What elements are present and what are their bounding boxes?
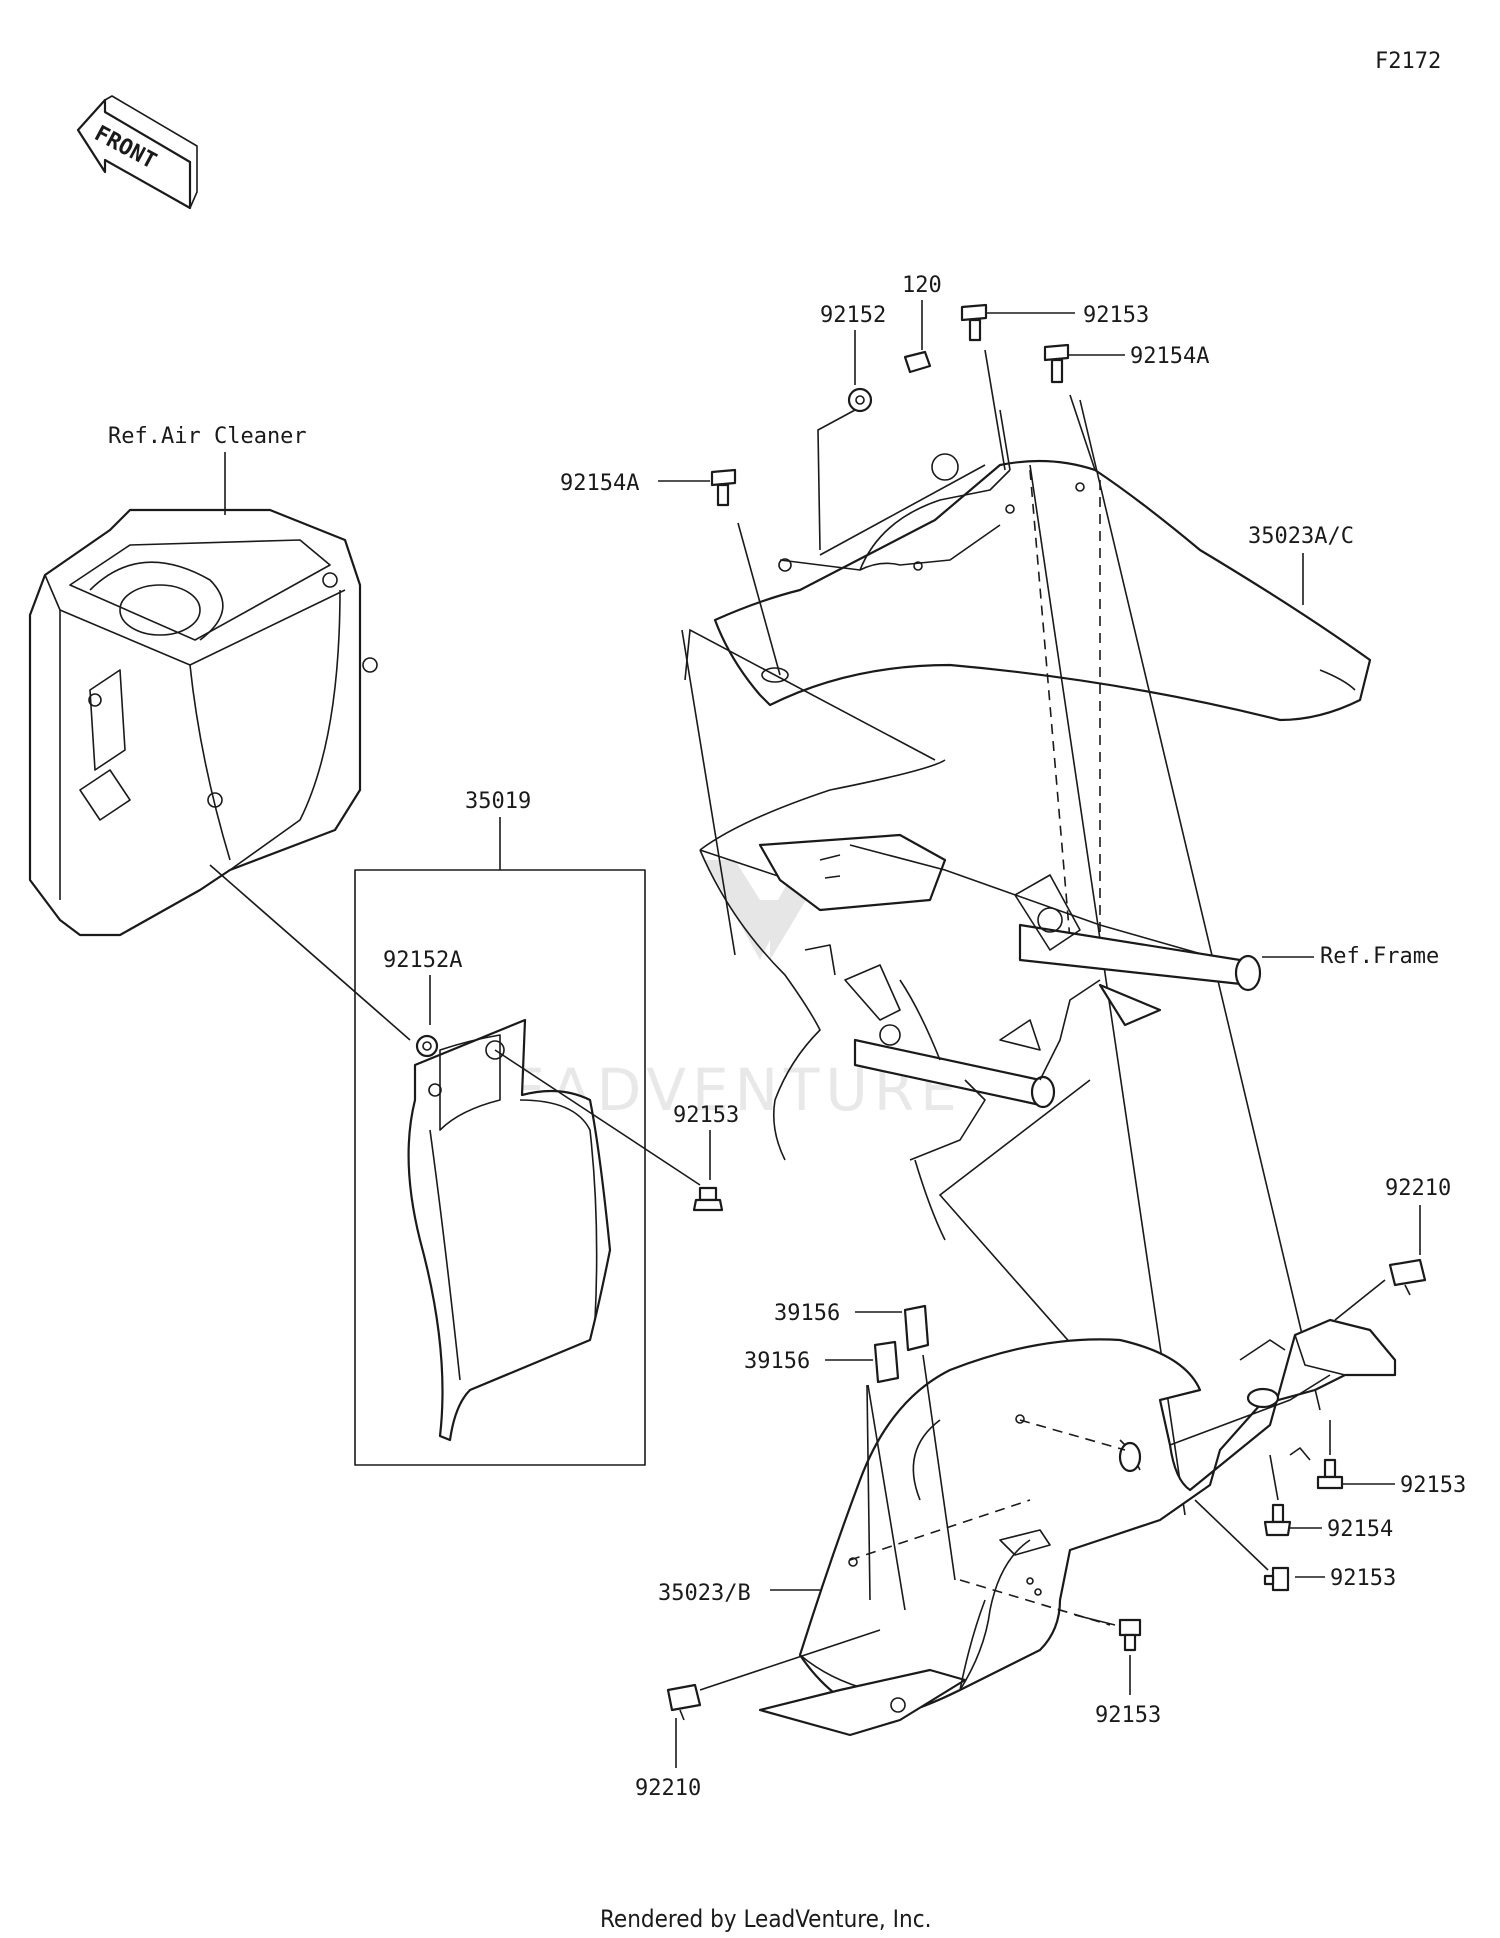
label-35023AC: 35023A/C: [1248, 524, 1354, 549]
bolt-92153-guard: [692, 1186, 724, 1212]
label-39156-a: 39156: [774, 1301, 840, 1326]
label-35019: 35019: [465, 789, 531, 814]
figure-code: F2172: [1375, 49, 1441, 74]
label-92154A-left: 92154A: [560, 471, 639, 496]
air-cleaner-ref: [28, 508, 378, 937]
label-92153-r2: 92153: [1330, 1566, 1396, 1591]
label-92153-bottom: 92153: [1095, 1703, 1161, 1728]
label-92154-r: 92154: [1327, 1517, 1393, 1542]
rear-fender-35023B: [758, 1318, 1397, 1737]
label-120: 120: [902, 273, 942, 298]
front-arrow-icon: FRONT: [76, 95, 198, 210]
label-92210-right: 92210: [1385, 1176, 1451, 1201]
bolt-92153-r2: [1263, 1566, 1290, 1592]
bolt-92153-bottom: [1118, 1618, 1142, 1652]
label-92210-bottom: 92210: [635, 1776, 701, 1801]
label-92154A-top: 92154A: [1130, 344, 1209, 369]
bolt-120: [903, 350, 932, 374]
bolt-92154A-top: [1043, 343, 1070, 384]
label-39156-b: 39156: [744, 1349, 810, 1374]
guard-35019: [407, 1018, 612, 1442]
bolt-92153-r1: [1316, 1458, 1344, 1490]
kit-box-35019: [354, 869, 646, 1466]
grommet-92152A: [415, 1034, 439, 1058]
label-plate-39156-a: [903, 1304, 930, 1352]
label-35023B: 35023/B: [658, 1581, 751, 1606]
footer-credit: Rendered by LeadVenture, Inc.: [600, 1905, 931, 1933]
rear-fender-35023AC: [713, 453, 1372, 722]
bolt-92154A-left: [710, 468, 737, 507]
clip-92210-bottom: [666, 1683, 702, 1721]
label-92152A: 92152A: [383, 948, 462, 973]
frame-ref: [699, 759, 1262, 1241]
label-92153-top: 92153: [1083, 303, 1149, 328]
label-ref-air-cleaner: Ref.Air Cleaner: [108, 424, 307, 449]
label-92153-guard: 92153: [673, 1103, 739, 1128]
label-ref-frame: Ref.Frame: [1320, 944, 1439, 969]
clip-92210-right: [1388, 1258, 1427, 1296]
label-92152-top: 92152: [820, 303, 886, 328]
label-plate-39156-b: [873, 1340, 900, 1384]
bolt-92154-r: [1263, 1503, 1292, 1537]
bolt-92153-top: [960, 303, 988, 342]
label-92153-r1: 92153: [1400, 1473, 1466, 1498]
nut-92152-top: [847, 387, 873, 413]
